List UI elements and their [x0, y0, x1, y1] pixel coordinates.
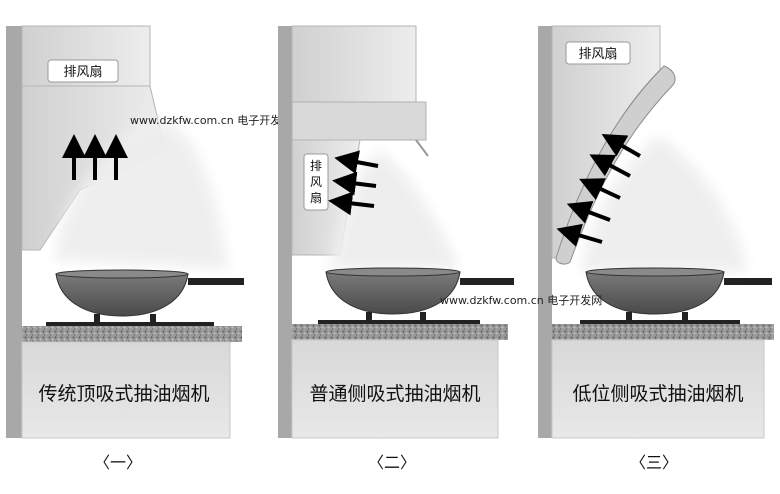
wok-handle — [724, 278, 772, 285]
wall — [6, 26, 22, 438]
countertop — [292, 324, 508, 340]
left-up-arrow-icon — [556, 223, 603, 247]
burner-leg — [420, 312, 426, 322]
wok — [325, 271, 461, 315]
panel-caption: 低位侧吸式抽油烟机 — [572, 383, 743, 405]
panel-number: 〈二〉 — [368, 453, 416, 472]
fan-label-box — [565, 41, 631, 65]
wok-rim — [585, 267, 725, 277]
countertop — [22, 326, 242, 342]
burner-leg — [150, 314, 156, 324]
wok-rim — [325, 267, 461, 277]
wok-handle — [188, 278, 244, 285]
hood-chimney — [291, 25, 417, 103]
burner-leg — [626, 312, 632, 322]
panel-number: 〈一〉 — [94, 453, 142, 472]
stove-grate — [580, 320, 740, 325]
wok-handle — [460, 278, 514, 285]
wall — [278, 26, 292, 438]
fan-label: 排风扇 — [63, 64, 102, 80]
panel-caption: 传统顶吸式抽油烟机 — [38, 383, 209, 405]
watermark: www.dzkfw.com.cn 电子开发网 — [130, 113, 292, 127]
smoke-plume — [55, 118, 228, 270]
airflow-arrows — [556, 134, 641, 247]
wok — [585, 271, 725, 315]
panel-1-top-suction-hood: 排风扇 传统顶吸式抽油烟机 www.dzkfw.com.cn 电子开发网 — [6, 25, 292, 439]
panel-3-low-side-suction-hood: 排风扇 低位侧吸式抽油烟机 — [538, 25, 774, 439]
burner-leg — [682, 312, 688, 322]
left-arrow-icon — [332, 171, 377, 196]
watermark: www.dzkfw.com.cn 电子开发网 — [440, 293, 602, 307]
fan-label-box — [303, 153, 329, 211]
left-up-arrow-icon — [579, 178, 621, 200]
burner-leg — [94, 314, 100, 324]
panel-caption: 普通侧吸式抽油烟机 — [309, 383, 480, 405]
cabinet — [551, 339, 765, 439]
airflow-arrows — [328, 150, 379, 216]
hood-edge — [415, 139, 429, 157]
left-up-arrow-icon — [589, 154, 631, 178]
countertop — [552, 324, 774, 340]
fan-label: 排风扇 — [578, 46, 617, 62]
fan-label-char: 风 — [310, 175, 322, 189]
left-arrow-icon — [334, 150, 379, 175]
cabinet — [291, 339, 499, 439]
wok-rim — [55, 269, 189, 279]
stove-grate — [46, 322, 214, 327]
cabinet — [21, 341, 231, 439]
airflow-arrows — [62, 134, 128, 180]
left-up-arrow-icon — [601, 134, 641, 158]
left-arrow-icon — [328, 191, 375, 216]
stove-grate — [318, 320, 480, 325]
panel-2-side-suction-hood: 排 风 扇 普通侧吸式抽油烟机 — [278, 25, 514, 439]
wok — [55, 273, 189, 317]
fan-label-char: 扇 — [310, 190, 322, 205]
smoke-plume — [580, 135, 748, 272]
burner-leg — [366, 312, 372, 322]
hood-top-box — [291, 101, 427, 141]
fan-label-box — [47, 59, 119, 83]
panel-number: 〈三〉 — [630, 453, 678, 472]
wall — [538, 26, 552, 438]
left-up-arrow-icon — [566, 200, 611, 224]
smoke-plume — [330, 150, 460, 270]
fan-label-char: 排 — [310, 159, 322, 173]
